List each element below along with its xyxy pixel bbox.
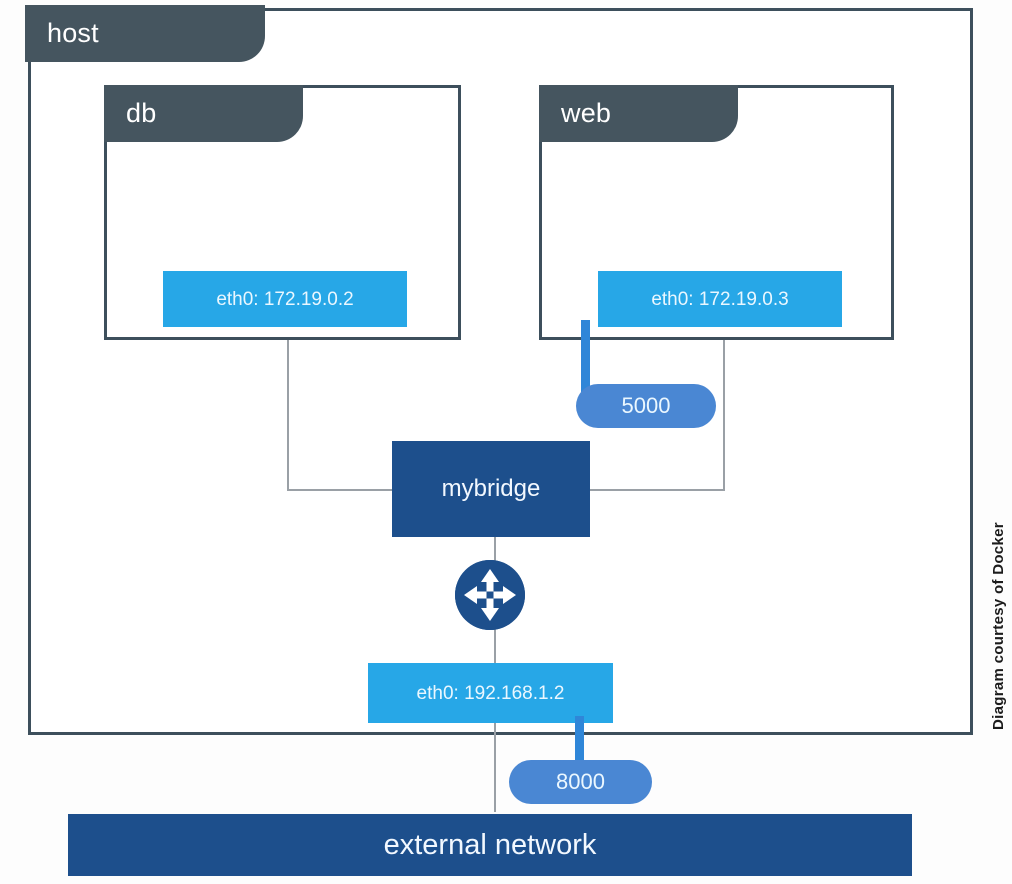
mybridge-label: mybridge: [441, 475, 541, 502]
router-icon: [455, 560, 525, 630]
connector-web-vertical: [723, 340, 725, 491]
port-5000-label: 5000: [621, 393, 671, 418]
connector-db-horizontal: [287, 489, 393, 491]
external-network-label: external network: [383, 828, 597, 861]
mybridge-block: mybridge: [392, 441, 590, 537]
connector-web-horizontal: [590, 489, 725, 491]
host-eth0-chip: eth0: 192.168.1.2: [368, 663, 613, 723]
port-5000-connector: [581, 320, 590, 392]
external-network-block: external network: [68, 814, 912, 876]
web-eth0-label: eth0: 172.19.0.3: [651, 288, 789, 310]
db-eth0-chip: eth0: 172.19.0.2: [163, 271, 407, 327]
host-eth0-label: eth0: 192.168.1.2: [416, 682, 565, 704]
container-db-title-label: db: [126, 98, 157, 128]
port-5000-pill: 5000: [576, 384, 716, 428]
connector-db-vertical: [287, 340, 289, 491]
container-db-title-tab: db: [104, 85, 303, 142]
db-eth0-label: eth0: 172.19.0.2: [216, 288, 354, 310]
container-web-title-tab: web: [539, 85, 738, 142]
container-web-title-label: web: [561, 98, 612, 128]
host-title-label: host: [47, 18, 99, 48]
host-title-tab: host: [25, 5, 265, 62]
port-8000-pill: 8000: [509, 760, 652, 804]
web-eth0-chip: eth0: 172.19.0.3: [598, 271, 842, 327]
credit-text: Diagram courtesy of Docker: [990, 522, 1007, 730]
port-8000-connector: [575, 716, 584, 768]
port-8000-label: 8000: [556, 769, 605, 794]
